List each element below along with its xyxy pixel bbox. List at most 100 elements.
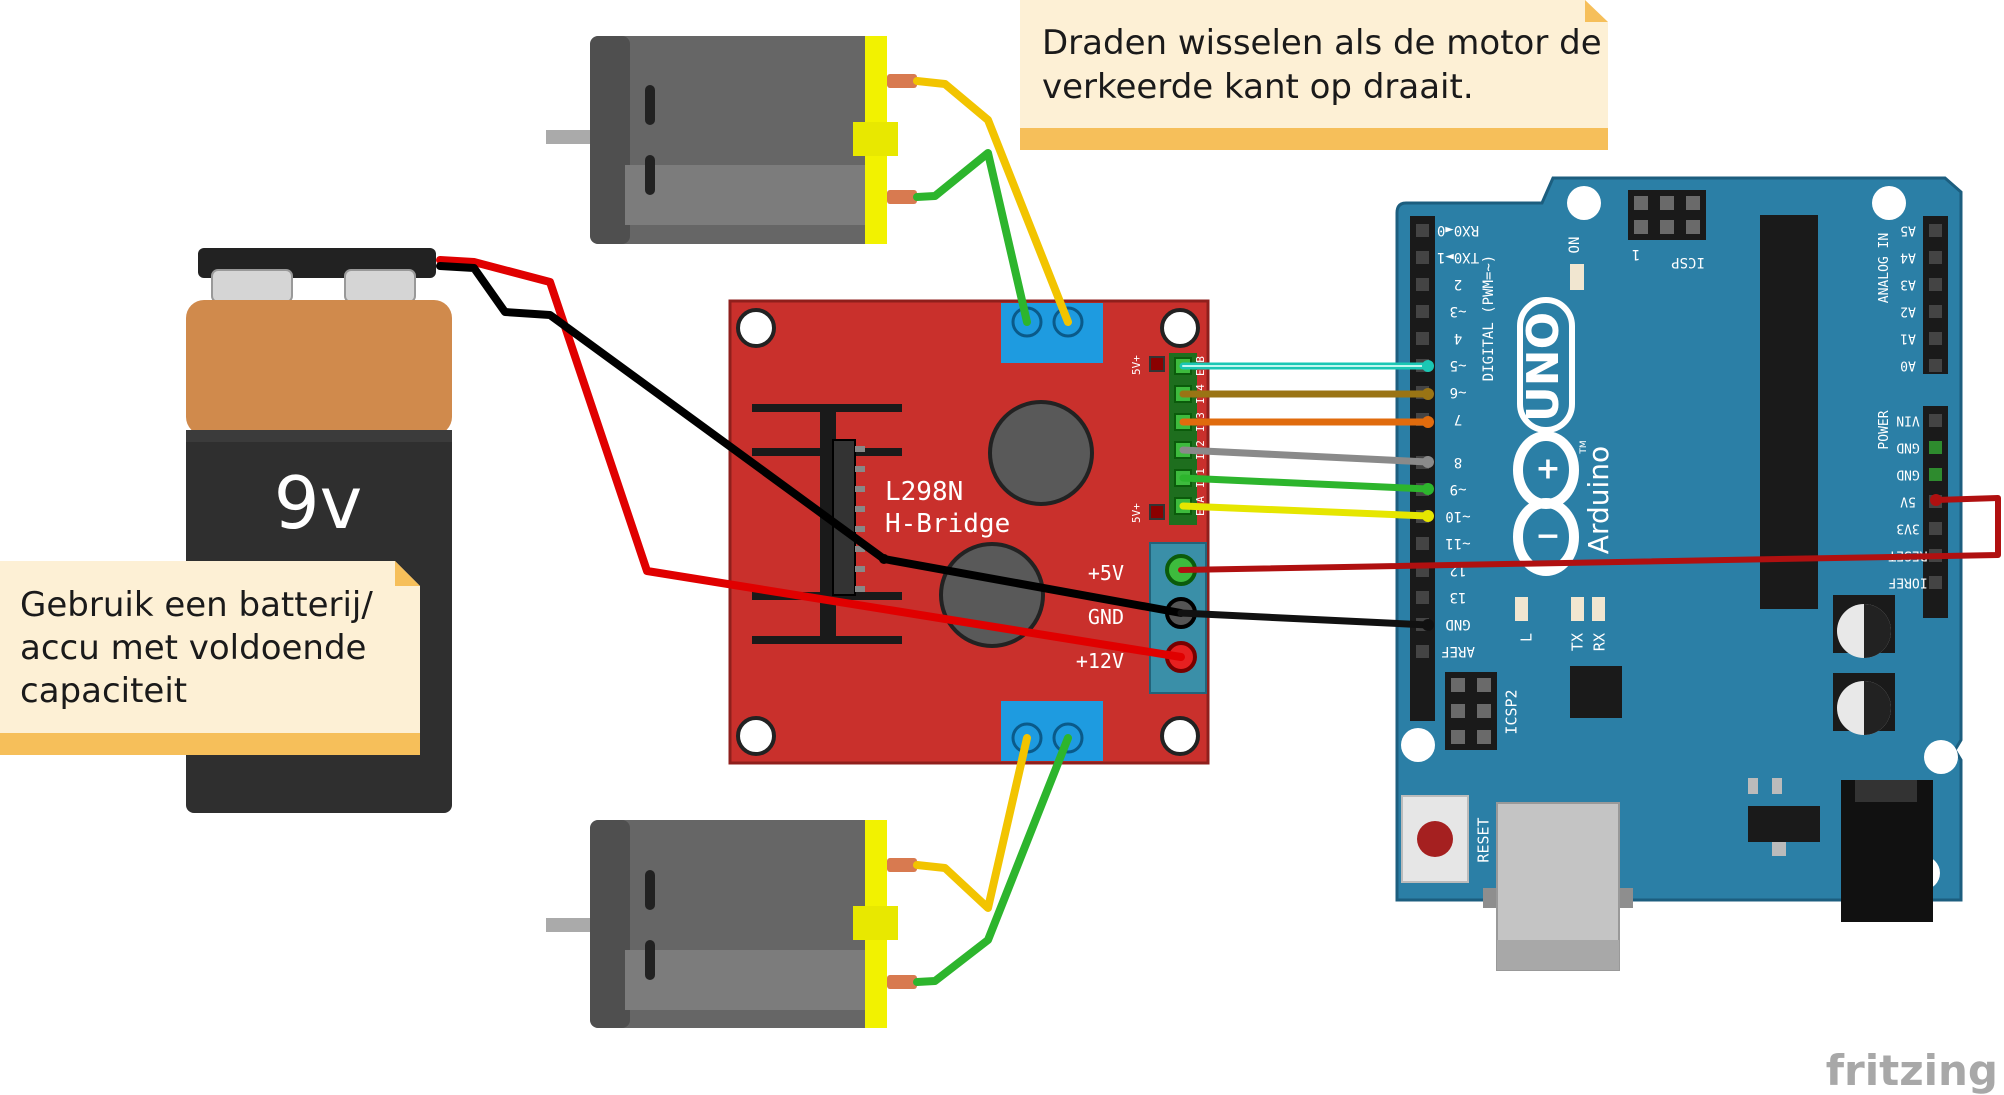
reset-label: RESET xyxy=(1475,817,1493,862)
top-note: Draden wisselen als de motor de verkeerd… xyxy=(1020,0,1608,150)
power-pin xyxy=(1929,441,1942,454)
digital-pin-label: ~9 xyxy=(1450,481,1467,497)
power-pin xyxy=(1929,468,1942,481)
digital-pin-label: TX0►1 xyxy=(1437,249,1479,265)
motor-top xyxy=(546,36,917,244)
power-header-label: POWER xyxy=(1877,410,1892,449)
digital-pin-label: RX0◄0 xyxy=(1437,222,1479,238)
left-note: Gebruik een batterij/ accu met voldoende… xyxy=(0,561,420,755)
uno-logo: UNO + − Arduino TM xyxy=(1513,297,1615,576)
analog-pin xyxy=(1929,224,1942,237)
analog-pin xyxy=(1929,332,1942,345)
analog-pin-label: A3 xyxy=(1900,277,1916,292)
analog-pin xyxy=(1929,278,1942,291)
digital-pin xyxy=(1416,278,1429,291)
digital-pin-label: 7 xyxy=(1454,411,1462,427)
led-tx-label: TX xyxy=(1569,633,1587,651)
analog-pin xyxy=(1929,251,1942,264)
power-terminal xyxy=(1149,542,1207,694)
led-l-label: L xyxy=(1518,633,1536,642)
dc-jack xyxy=(1841,780,1933,922)
arduino-uno: RX0◄0TX0►12~34~5~678~9~10~111213GNDAREF … xyxy=(1395,176,1963,971)
icsp2-label: ICSP2 xyxy=(1503,689,1521,734)
digital-pin xyxy=(1416,645,1429,658)
power-pin-label: GND xyxy=(1896,440,1920,455)
motor-terminal-a xyxy=(1001,303,1103,363)
top-note-line-1: Draden wisselen als de motor de xyxy=(1042,23,1602,63)
power-pin xyxy=(1929,522,1942,535)
svg-text:−: − xyxy=(1535,519,1560,554)
svg-text:+: + xyxy=(1535,452,1560,487)
driver-name-2: H-Bridge xyxy=(885,509,1010,539)
label-12v: +12V xyxy=(1076,649,1124,673)
battery-label: 9v xyxy=(274,461,362,545)
digital-pin-label: 2 xyxy=(1454,276,1462,292)
icsp-one-label: 1 xyxy=(1632,246,1640,262)
l298n-driver: L298N H-Bridge +5V GND +12V xyxy=(728,299,1210,765)
reset-button[interactable] xyxy=(1401,795,1469,883)
motor-terminal-b xyxy=(1001,701,1103,761)
power-pin-label: GND xyxy=(1896,467,1920,482)
digital-pin-label: AREF xyxy=(1441,643,1475,659)
digital-pin xyxy=(1416,591,1429,604)
board-capacitors xyxy=(1833,595,1895,735)
power-pin xyxy=(1929,576,1942,589)
input-header xyxy=(1169,353,1197,525)
power-pin-label: VIN xyxy=(1896,413,1919,428)
small-5v-label-a: 5V+ xyxy=(1130,355,1143,375)
digital-pin-label: ~3 xyxy=(1450,303,1467,319)
digital-pin-label: 13 xyxy=(1450,589,1467,605)
brand-label: Arduino xyxy=(1582,446,1615,554)
power-pin-label: 5V xyxy=(1900,494,1916,509)
analog-pin xyxy=(1929,305,1942,318)
analog-pin xyxy=(1929,359,1942,372)
usb-port xyxy=(1483,802,1633,971)
small-5v-label-b: 5V+ xyxy=(1130,503,1143,523)
analog-pin-label: A1 xyxy=(1900,331,1916,346)
analog-pin-label: A5 xyxy=(1900,223,1916,238)
driver-name-1: L298N xyxy=(885,477,963,507)
on-label: ON xyxy=(1567,237,1583,254)
voltage-regulator xyxy=(1748,778,1820,856)
digital-pin xyxy=(1416,224,1429,237)
led-rx-label: RX xyxy=(1591,633,1609,651)
label-5v: +5V xyxy=(1088,561,1124,585)
on-led xyxy=(1570,264,1584,290)
power-pin-label: IOREF xyxy=(1888,575,1927,590)
l298n-chip xyxy=(832,439,856,596)
power-pin-label: 3V3 xyxy=(1896,521,1919,536)
left-note-line-1: Gebruik een batterij/ xyxy=(20,585,373,625)
capacitor-top xyxy=(988,400,1094,506)
icsp-label: ICSP xyxy=(1671,254,1705,270)
analog-pin-label: A2 xyxy=(1900,304,1916,319)
power-pin xyxy=(1929,414,1942,427)
digital-pin xyxy=(1416,305,1429,318)
top-note-line-2: verkeerde kant op draait. xyxy=(1042,67,1474,107)
digital-pin xyxy=(1416,251,1429,264)
motor-bottom xyxy=(546,820,917,1028)
digital-pin-label: 8 xyxy=(1454,454,1462,470)
usb-chip xyxy=(1570,666,1622,718)
analog-header-label: ANALOG IN xyxy=(1877,233,1892,303)
wires xyxy=(436,77,2001,986)
label-gnd: GND xyxy=(1088,605,1124,629)
analog-header xyxy=(1923,216,1948,374)
status-leds xyxy=(1515,597,1605,621)
digital-pin-label: ~5 xyxy=(1450,357,1467,373)
left-note-line-3: capaciteit xyxy=(20,671,187,711)
digital-pin-label: ~11 xyxy=(1445,535,1470,551)
left-note-line-2: accu met voldoende xyxy=(20,628,366,668)
analog-pin-label: A0 xyxy=(1900,358,1916,373)
digital-pin-label: ~6 xyxy=(1450,384,1467,400)
digital-pin xyxy=(1416,537,1429,550)
tm-label: TM xyxy=(1579,440,1589,454)
digital-header-label: DIGITAL (PWM=~) xyxy=(1481,255,1497,381)
digital-pin-label: 4 xyxy=(1454,330,1462,346)
analog-pin-label: A4 xyxy=(1900,250,1916,265)
digital-pin xyxy=(1416,332,1429,345)
fritzing-watermark: fritzing xyxy=(1826,1046,1998,1095)
digital-pin-label: ~10 xyxy=(1445,508,1470,524)
atmega-chip xyxy=(1760,215,1818,609)
digital-pin-label: GND xyxy=(1445,616,1470,632)
